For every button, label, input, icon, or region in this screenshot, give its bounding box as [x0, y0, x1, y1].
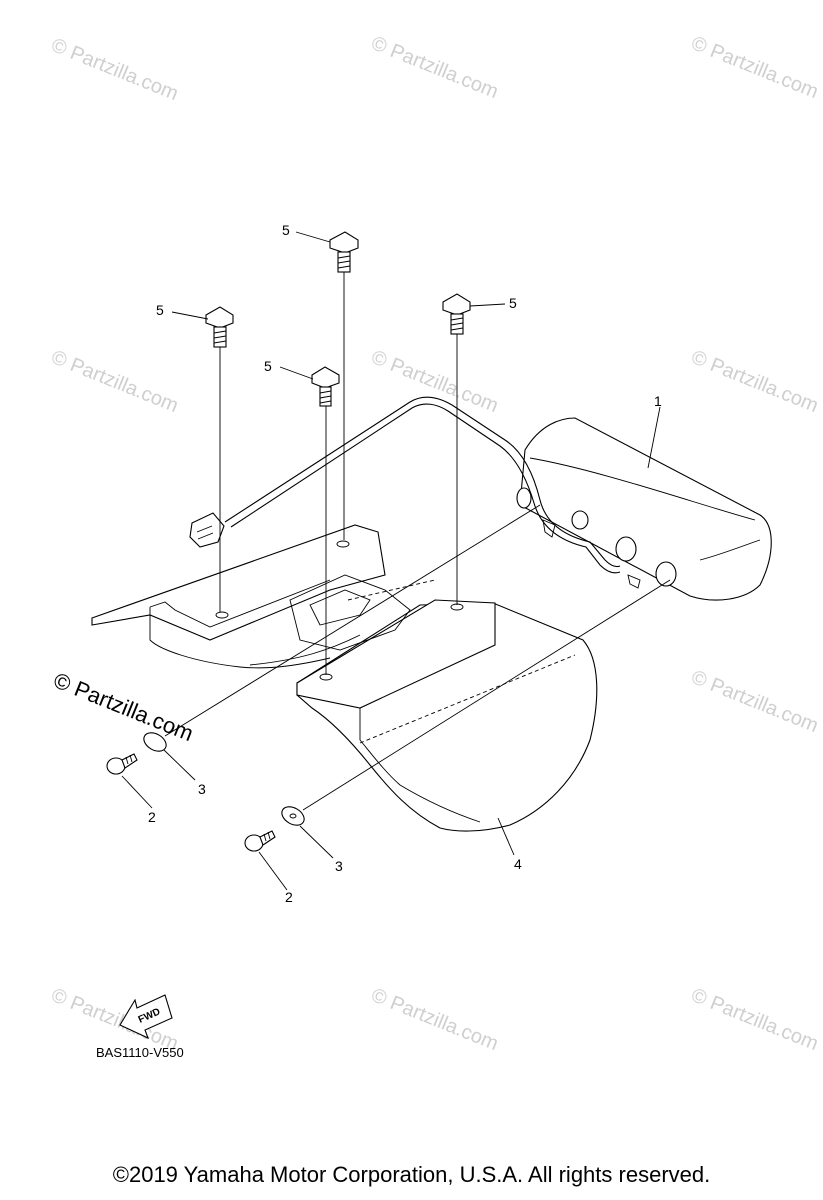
part-4-rear-fender: [91, 524, 598, 832]
callout-1: 1: [654, 393, 662, 409]
part-2-screw-a: [106, 753, 138, 775]
watermark: © Partzilla.com: [688, 346, 821, 417]
callout-2: 2: [148, 809, 156, 825]
part-2-screw-b: [244, 830, 276, 852]
callout-5: 5: [156, 302, 164, 318]
part-1-tail-housing: [516, 417, 772, 601]
watermark: © Partzilla.com: [368, 984, 501, 1055]
watermark: © Partzilla.com: [688, 32, 821, 103]
callout-5: 5: [509, 295, 517, 311]
callout-4: 4: [514, 856, 522, 872]
watermark: © Partzilla.com: [48, 346, 181, 417]
leader-lines: [121, 231, 661, 891]
part-3-washer-a: [143, 504, 541, 752]
prominent-watermark: © Partzilla.com: [50, 667, 197, 746]
watermark: © Partzilla.com: [368, 32, 501, 103]
callout-labels: 1 5 5 5 5 2 3 2 3 4: [148, 222, 662, 905]
part-3-washer-b: [281, 579, 671, 826]
callout-2: 2: [285, 889, 293, 905]
callout-3: 3: [198, 781, 206, 797]
watermark: © Partzilla.com: [688, 984, 821, 1055]
callout-3: 3: [335, 858, 343, 874]
watermark: © Partzilla.com: [48, 34, 181, 105]
callout-5: 5: [264, 358, 272, 374]
callout-5: 5: [282, 222, 290, 238]
copyright-notice: ©2019 Yamaha Motor Corporation, U.S.A. A…: [112, 1162, 711, 1187]
part-5-bolt-b: [205, 306, 234, 612]
part-5-bolt-a: [329, 231, 359, 540]
wiring-harness: [189, 396, 621, 574]
part-5-bolt-c: [442, 293, 471, 605]
part-5-bolt-d: [311, 366, 340, 675]
watermark: © Partzilla.com: [368, 346, 501, 417]
diagram-code: BAS1110-V550: [96, 1045, 184, 1060]
watermark: © Partzilla.com: [688, 666, 821, 737]
exploded-parts-diagram: © Partzilla.com © Partzilla.com © Partzi…: [48, 32, 821, 1060]
fwd-direction-arrow: FWD: [119, 994, 173, 1040]
